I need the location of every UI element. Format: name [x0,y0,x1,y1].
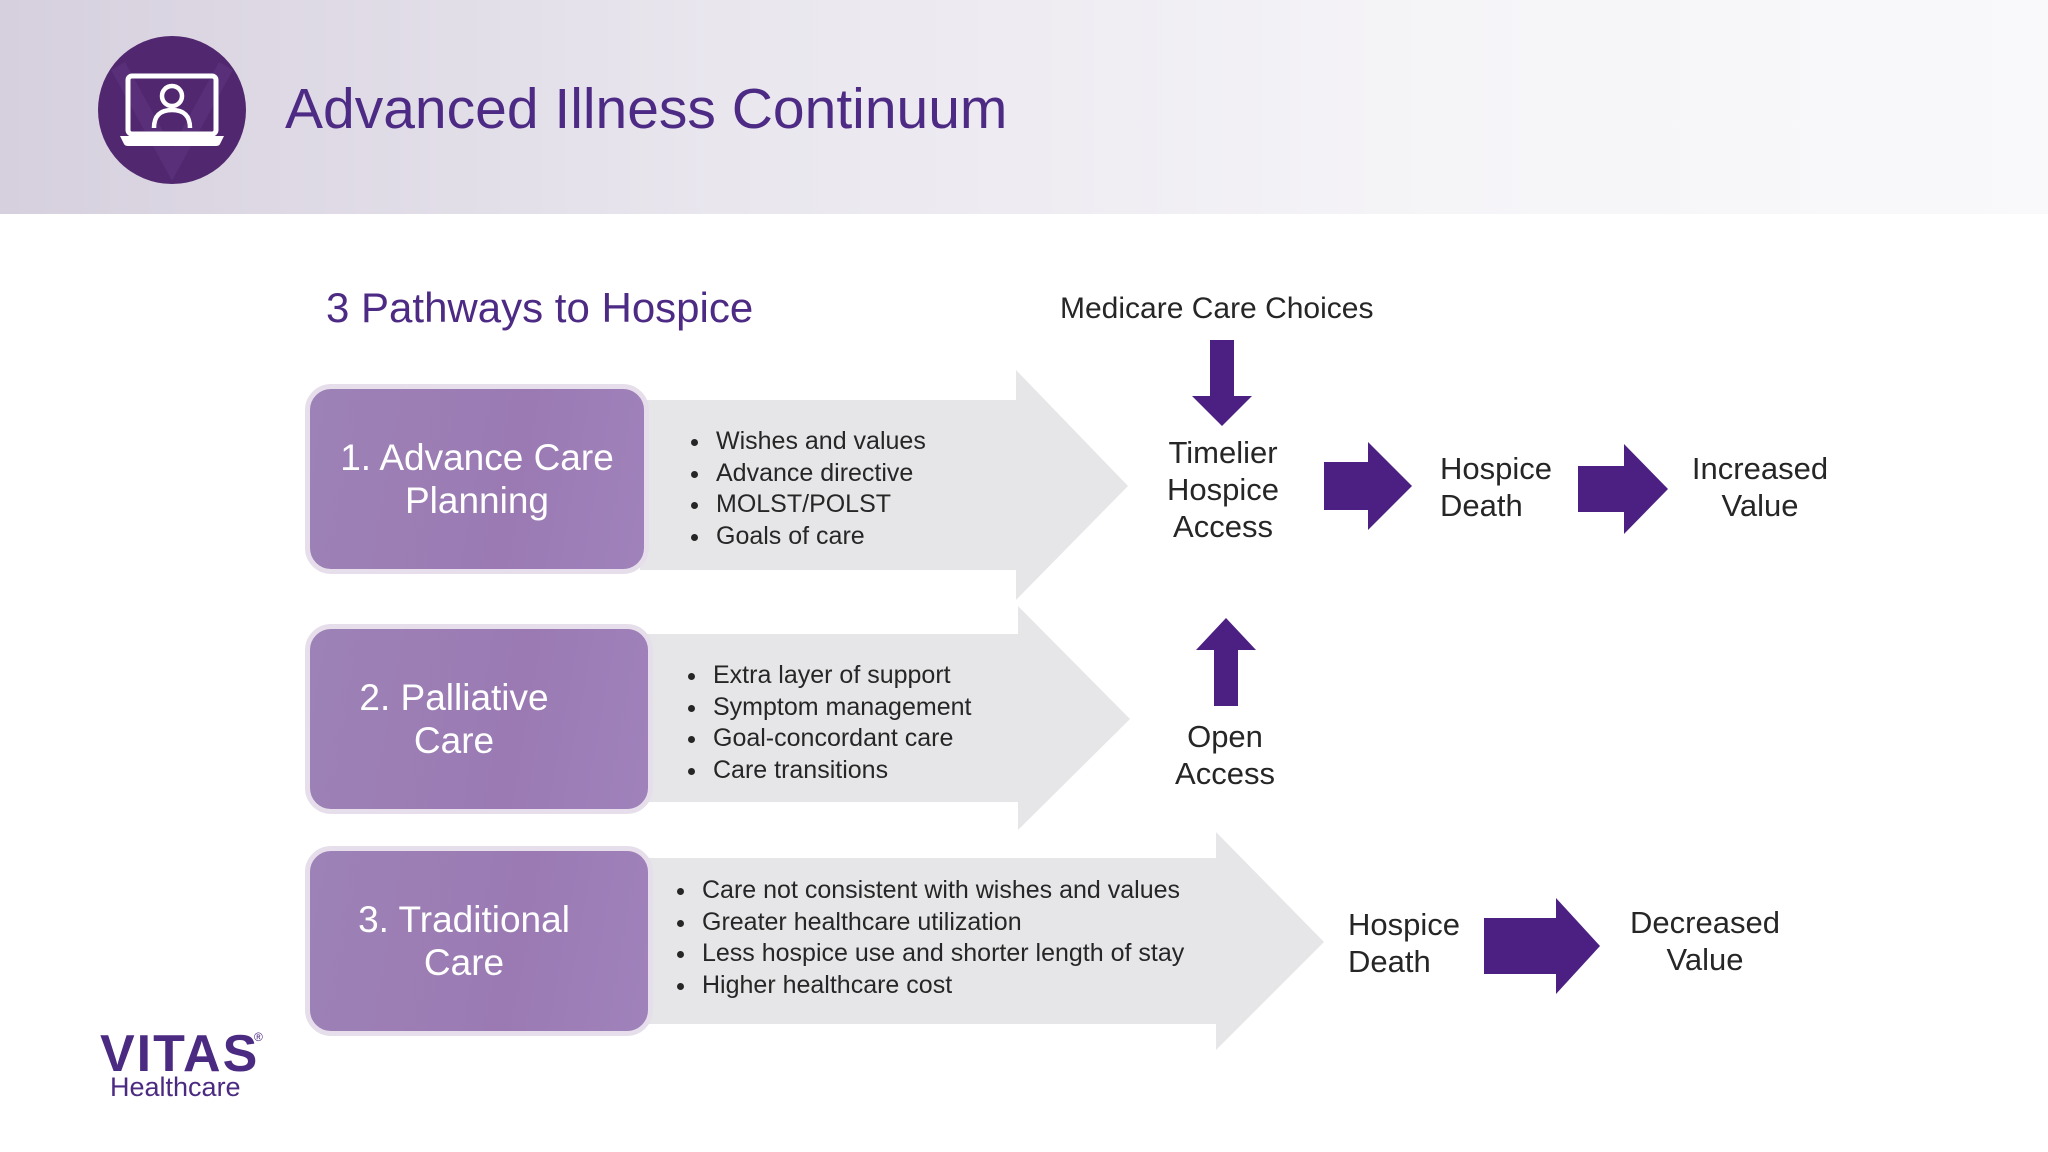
list-item: Advance directive [712,458,926,490]
pathway-3-box: 3. Traditional Care [305,846,653,1036]
page-title: Advanced Illness Continuum [285,77,1008,141]
right-arrow-icon [1484,898,1600,994]
list-item: Symptom management [709,692,971,724]
pathway-2-box: 2. Palliative Care [305,624,653,814]
pathway-1-box: 1. Advance Care Planning [305,384,649,574]
vitas-logo: VITAS [100,1025,260,1083]
hospice-death-top-label: Hospice Death [1440,451,1552,523]
pathway-1-label: 1. Advance Care Planning [340,437,614,521]
right-arrow-icon [1324,442,1412,530]
header-banner: Advanced Illness Continuum [0,0,2048,214]
list-item: Goals of care [712,521,926,553]
laptop-user-icon [110,62,234,181]
pathway-2-label: 2. Palliative Care [359,677,549,761]
medicare-care-choices-label: Medicare Care Choices [1060,292,1374,325]
vitas-logo-sub: Healthcare [110,1072,241,1102]
pathway-1-bullets: Wishes and values Advance directive MOLS… [686,426,926,552]
up-arrow-icon [1196,618,1256,706]
decreased-value-label: Decreased Value [1630,905,1780,977]
diagram-subtitle: 3 Pathways to Hospice [326,284,754,331]
header-badge [98,36,246,184]
pathway-2-bullets: Extra layer of support Symptom managemen… [683,660,971,786]
list-item: Extra layer of support [709,660,971,692]
list-item: Higher healthcare cost [698,970,1184,1002]
timelier-hospice-access-label: Timelier Hospice Access [1167,435,1279,544]
hospice-death-bottom-label: Hospice Death [1348,907,1460,979]
increased-value-label: Increased Value [1691,451,1829,523]
pathway-2-chevron [640,606,1130,830]
list-item: Care not consistent with wishes and valu… [698,875,1184,907]
pathway-1-chevron [640,370,1128,600]
list-item: Greater healthcare utilization [698,907,1184,939]
pathway-3-label: 3. Traditional Care [358,899,570,983]
vitas-logo-registered: ® [254,1030,263,1044]
list-item: MOLST/POLST [712,489,926,521]
pathway-3-chevron [640,832,1324,1050]
list-item: Goal-concordant care [709,723,971,755]
list-item: Care transitions [709,755,971,787]
open-access-label: Open Access [1175,719,1275,791]
down-arrow-icon [1192,340,1252,426]
list-item: Less hospice use and shorter length of s… [698,938,1184,970]
right-arrow-icon [1578,444,1668,534]
pathway-3-bullets: Care not consistent with wishes and valu… [672,875,1184,1001]
list-item: Wishes and values [712,426,926,458]
